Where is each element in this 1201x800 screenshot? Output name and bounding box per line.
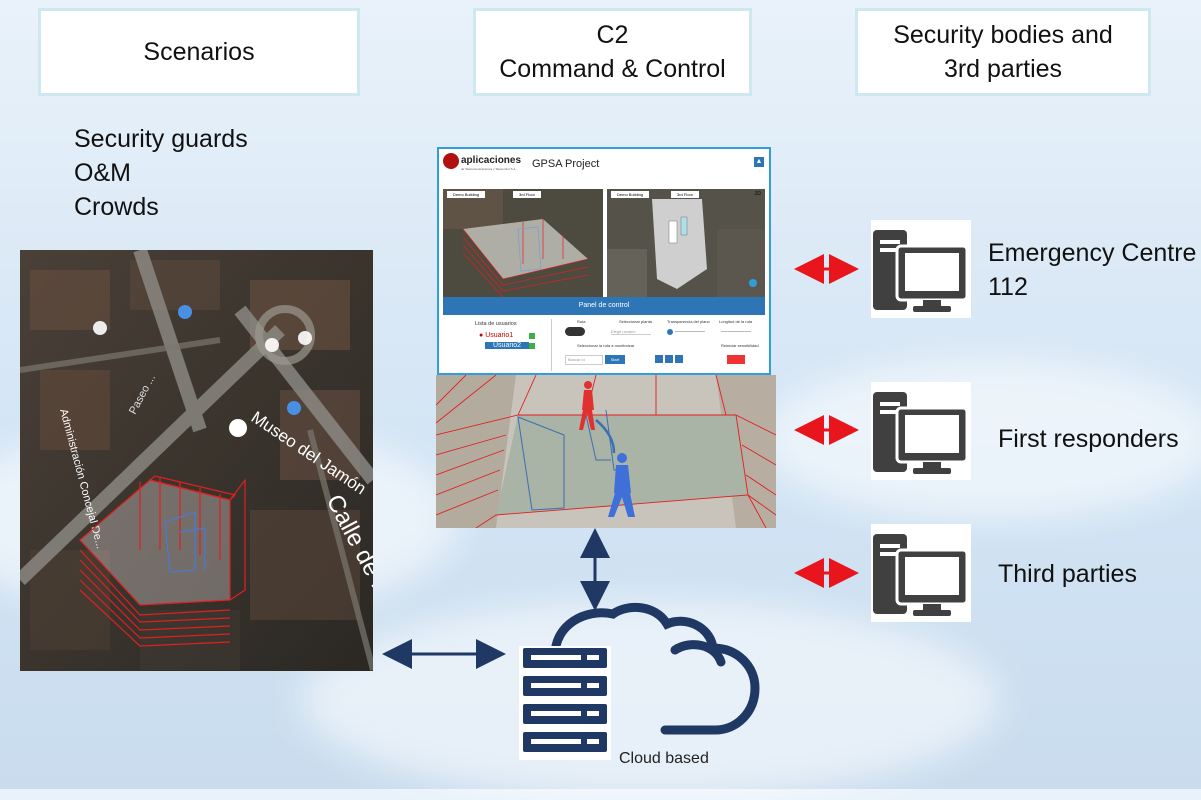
view-2d[interactable]: Demo Building 3rd Floor 2D [607, 189, 765, 297]
brand-logo-icon [443, 153, 459, 169]
security-header: Security bodies and 3rd parties [855, 8, 1151, 96]
view-3d[interactable]: Demo Building 3rd Floor [443, 189, 603, 297]
control-panel-title: Panel de control [578, 302, 630, 309]
person-red-icon [579, 381, 595, 430]
view2-mode-label[interactable]: 2D [754, 191, 761, 197]
c2-header: C2 Command & Control [473, 8, 752, 96]
ctrl-length-label: Longitud de la ruta [719, 319, 753, 324]
play-back-icon[interactable] [655, 355, 663, 363]
brand-name: aplicaciones [461, 155, 522, 166]
menu-icon[interactable]: ▲ [754, 157, 764, 167]
transparency-slider[interactable] [675, 331, 705, 332]
signal-icon [529, 343, 535, 349]
scenario-item: Security guards [74, 125, 248, 153]
person-blue-icon [608, 453, 635, 517]
c2-3d-detail-image [436, 375, 776, 528]
map-svg: Museo del Jamón Calle de F Administració… [20, 250, 373, 671]
c2-header-line2: Command & Control [499, 55, 726, 83]
emergency-centre-label: Emergency Centre 112 [988, 239, 1197, 301]
length-slider[interactable] [721, 331, 751, 332]
ctrl-route-label: Ruta [577, 319, 586, 324]
play-forward-icon[interactable] [675, 355, 683, 363]
view1-floor-label: 3rd Floor [513, 191, 542, 198]
computer-icon [871, 220, 971, 318]
computer-icon [871, 382, 971, 480]
signal-icon [529, 333, 535, 339]
c2-app-window: aplicaciones de Telecomunicaciones y Tel… [437, 147, 771, 375]
brand-subtitle: de Telecomunicaciones y Telecontrol S.A. [461, 167, 517, 171]
security-header-line1: Security bodies and [893, 21, 1113, 49]
ctrl-transparency-label: Transparencia del plano [667, 319, 710, 324]
computer-icon [871, 524, 971, 622]
user-item[interactable]: ● Usuario1 [479, 332, 514, 339]
map-wireframe [79, 475, 246, 647]
scenarios-list: Security guards O&M Crowds [74, 122, 248, 224]
first-responders-label: First responders [998, 425, 1179, 453]
play-icon[interactable] [665, 355, 673, 363]
scenario-item: O&M [74, 159, 131, 187]
view2-floor-label: 3rd Floor [671, 191, 700, 198]
ctrl-restart-label: Reiniciar sensibilidad [721, 343, 759, 348]
reset-button[interactable] [727, 355, 745, 364]
search-id-input[interactable]: Buscar id [565, 355, 603, 365]
scenarios-header-label: Scenarios [143, 38, 255, 66]
cloud-label: Cloud based [619, 750, 709, 767]
security-header-line2: 3rd parties [943, 55, 1063, 83]
scenarios-header: Scenarios [38, 8, 360, 96]
app-title: GPSA Project [532, 158, 600, 170]
users-list-title: Lista de usuarios [475, 321, 517, 327]
c2-header-line1: C2 [596, 21, 629, 49]
third-parties-label: Third parties [998, 560, 1137, 588]
user-item-selected[interactable]: Usuario2 [485, 342, 530, 349]
view1-building-label: Demo Building [447, 191, 486, 198]
divider [551, 319, 552, 371]
background-cloud [300, 600, 1000, 800]
view2-building-label: Demo Building [611, 191, 650, 198]
ctrl-monitor-label: Seleccionar la ruta a monitorizar [577, 343, 635, 348]
scenario-item: Crowds [74, 193, 159, 221]
server-icon [519, 646, 611, 760]
ctrl-select-plant-label: Seleccionar planta [619, 319, 652, 324]
select-user-dropdown[interactable]: Elegir usuario [611, 329, 651, 335]
cloud-server-icon [515, 600, 765, 770]
scenario-map-image: Museo del Jamón Calle de F Administració… [20, 250, 373, 671]
start-button[interactable]: Start [605, 355, 625, 364]
route-toggle[interactable] [565, 327, 585, 336]
transparency-slider-knob[interactable] [667, 329, 673, 335]
control-panel-bar[interactable]: Panel de control [443, 297, 765, 315]
